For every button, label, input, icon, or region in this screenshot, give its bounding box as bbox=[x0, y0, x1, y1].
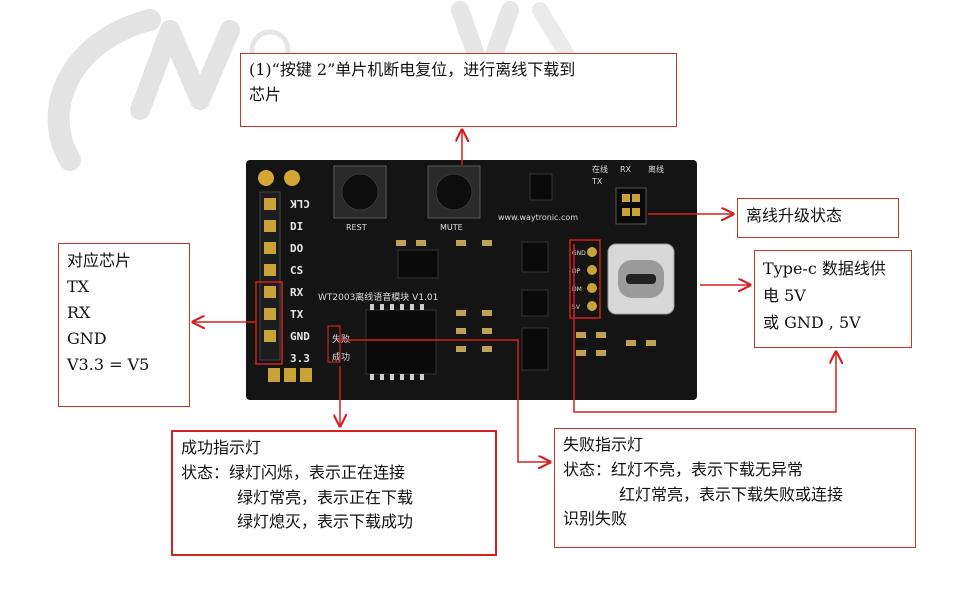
status-text: 绿灯闪烁，表示正在连接 bbox=[229, 462, 406, 482]
mode-jumper: 在线 RX 离线 TX bbox=[591, 164, 664, 225]
callout-line: 芯片 bbox=[249, 84, 282, 104]
jumper-label-online: 在线 bbox=[592, 164, 608, 174]
pin-label: DI bbox=[290, 220, 303, 233]
left-pin-header bbox=[255, 191, 283, 365]
mute-button: MUTE bbox=[427, 165, 481, 232]
callout-line: Type-c 数据线供 bbox=[763, 259, 886, 278]
callout-title: 成功指示灯 bbox=[181, 438, 262, 457]
usb-pad-label: DM bbox=[572, 286, 582, 293]
pin-label: CS bbox=[290, 264, 303, 277]
callout-success-led: 成功指示灯 状态：绿灯闪烁，表示正在连接 绿灯常亮，表示正在下载 绿灯熄灭，表示… bbox=[171, 430, 497, 556]
callout-line: V3.3 = V5 bbox=[67, 354, 150, 374]
model-text: WT2003离线语音模块 V1.01 bbox=[318, 291, 438, 303]
led-label-success: 成功 bbox=[332, 351, 350, 363]
callout-status-line: 状态：红灯不亮，表示下载无异常 bbox=[563, 458, 907, 483]
callout-offline-download: (1)“按键 2”单片机断电复位，进行离线下载到 芯片 bbox=[240, 53, 677, 127]
button-label: MUTE bbox=[440, 223, 463, 232]
callout-offline-upgrade-state: 离线升级状态 bbox=[737, 198, 899, 238]
callout-line: 绿灯常亮，表示正在下载 bbox=[237, 487, 414, 507]
jumper-label-rx: RX bbox=[620, 165, 632, 174]
usb-pad-label: DP bbox=[572, 268, 581, 275]
callout-line: 或 GND , 5V bbox=[763, 313, 861, 333]
led-label-fail: 失败 bbox=[332, 333, 350, 345]
callout-line: (1)“按键 2”单片机断电复位，进行离线下载到 bbox=[249, 60, 576, 79]
callout-typec-power: Type-c 数据线供 电 5V 或 GND , 5V bbox=[754, 250, 912, 348]
callout-fail-led: 失败指示灯 状态：红灯不亮，表示下载无异常 红灯常亮，表示下载失败或连接 识别失… bbox=[554, 428, 916, 548]
usb-pad-label: 5V bbox=[572, 304, 581, 311]
callout-pin-mapping: 对应芯片 TX RX GND V3.3 = V5 bbox=[58, 243, 190, 407]
pin-label: 3.3 bbox=[290, 352, 310, 365]
pcb-board: CLK DI DO CS RX TX GND 3.3 REST MUTE www… bbox=[246, 160, 697, 400]
callout-line: 离线升级状态 bbox=[746, 206, 843, 225]
pin-label: TX bbox=[290, 308, 304, 321]
status-label: 状态： bbox=[181, 462, 230, 482]
callout-title: 失败指示灯 bbox=[563, 435, 644, 454]
pin-label: DO bbox=[290, 242, 304, 255]
usb-pad-label: GND bbox=[572, 250, 586, 257]
callout-line: 红灯常亮，表示下载失败或连接 bbox=[619, 484, 844, 504]
callout-line: 识别失败 bbox=[563, 509, 628, 529]
pin-label: CLK bbox=[290, 197, 310, 210]
callout-status-line: 状态：绿灯闪烁，表示正在连接 bbox=[181, 461, 487, 486]
jumper-label-offline: 离线 bbox=[648, 164, 664, 174]
main-ic bbox=[365, 304, 437, 380]
reset-button: REST bbox=[333, 165, 387, 232]
callout-line: 对应芯片 bbox=[67, 251, 132, 270]
callout-line: RX bbox=[67, 302, 91, 322]
jumper-label-tx: TX bbox=[591, 177, 603, 186]
status-label: 状态： bbox=[563, 459, 612, 479]
callout-line: GND bbox=[67, 328, 107, 348]
callout-line: 电 5V bbox=[763, 286, 806, 306]
pin-label: GND bbox=[290, 330, 310, 343]
usb-c-connector bbox=[607, 243, 675, 315]
pin-label: RX bbox=[290, 286, 304, 299]
button-label: REST bbox=[346, 223, 367, 232]
url-text: www.waytronic.com bbox=[498, 213, 578, 222]
status-text: 红灯不亮，表示下载无异常 bbox=[611, 459, 804, 479]
callout-line: 绿灯熄灭，表示下载成功 bbox=[237, 512, 414, 532]
callout-line: TX bbox=[67, 276, 90, 296]
